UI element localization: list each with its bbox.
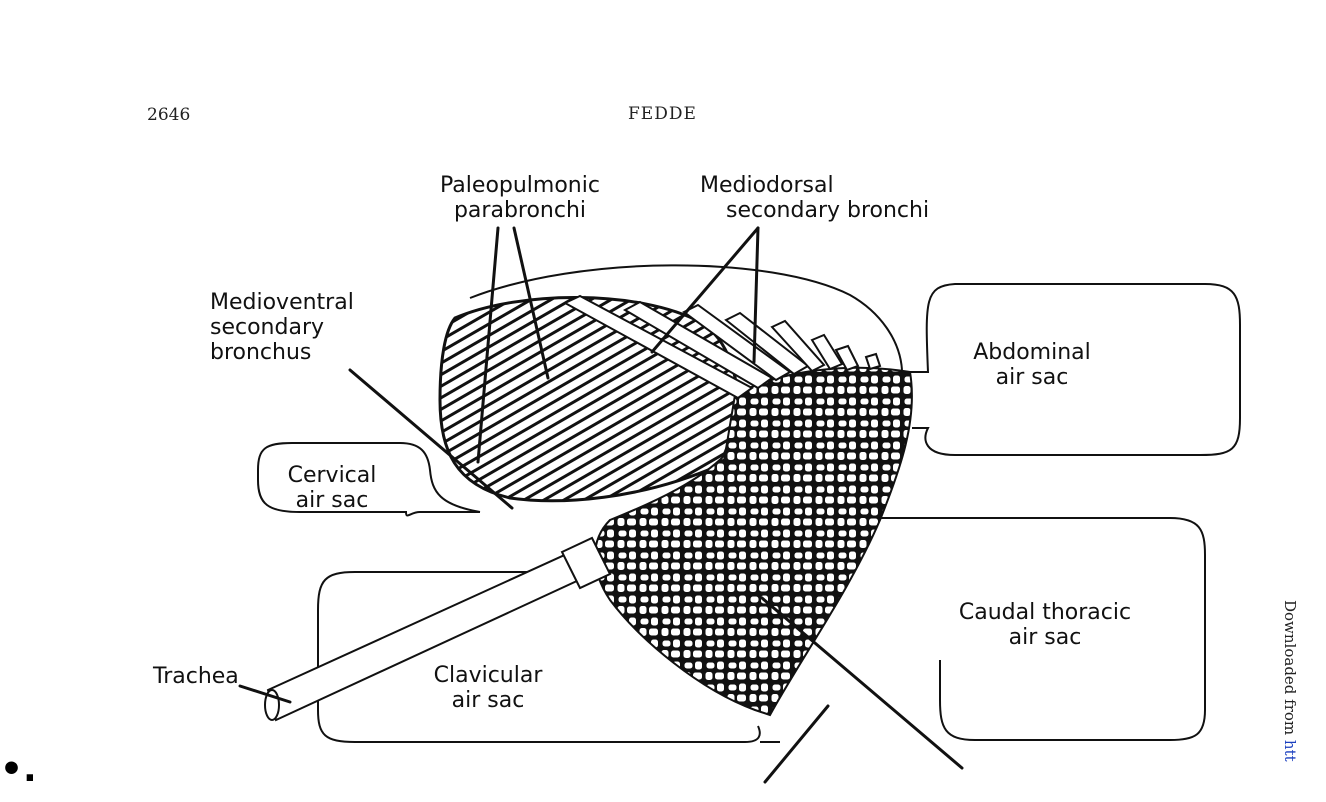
page-number: 2646: [147, 105, 191, 125]
cervical-line1: Cervical: [287, 463, 377, 488]
stray-mark: •.: [0, 749, 37, 790]
cervical-air-sac-outline: [257, 442, 481, 517]
leader-lines: [238, 226, 964, 784]
clavicular-line2: air sac: [451, 688, 525, 713]
label-caudal-thoracic-air-sac: Caudal thoracic air sac: [915, 600, 1175, 650]
paleopulmonic-line2: parabronchi: [453, 198, 587, 223]
paleopulmonic-line1: Paleopulmonic: [440, 173, 600, 198]
mediodorsal-line1: Mediodorsal: [700, 173, 834, 198]
abdominal-line2: air sac: [995, 365, 1069, 390]
label-paleopulmonic-parabronchi: Paleopulmonic parabronchi: [410, 173, 630, 223]
label-cervical-air-sac: Cervical air sac: [262, 463, 402, 513]
clavicular-air-sac-outline: [317, 571, 780, 743]
clavicular-line1: Clavicular: [433, 663, 543, 688]
running-head: FEDDE: [628, 104, 697, 124]
medioventral-line3: bronchus: [210, 340, 312, 365]
lung-outer-contour: [469, 264, 903, 371]
abdominal-air-sac-outline: [905, 283, 1241, 456]
caudal-thoracic-air-sac-outline: [875, 517, 1206, 741]
label-trachea: Trachea: [153, 664, 239, 689]
neopulmonic-mesh-region: [594, 366, 913, 717]
trachea-tube: [264, 536, 612, 722]
medioventral-line2: secondary: [210, 315, 325, 340]
cervical-line2: air sac: [295, 488, 369, 513]
mediodorsal-bronchi-tubes: [562, 294, 882, 400]
caudal-thoracic-line2: air sac: [1008, 625, 1082, 650]
abdominal-line1: Abdominal: [973, 340, 1091, 365]
medioventral-line1: Medioventral: [210, 290, 354, 315]
side-note-link[interactable]: htt: [1281, 739, 1299, 762]
label-medioventral-secondary-bronchus: Medioventral secondary bronchus: [210, 290, 354, 365]
label-mediodorsal-secondary-bronchi: Mediodorsal secondary bronchi: [700, 173, 929, 223]
label-abdominal-air-sac: Abdominal air sac: [952, 340, 1112, 390]
mediodorsal-line2: secondary bronchi: [726, 198, 930, 223]
label-clavicular-air-sac: Clavicular air sac: [408, 663, 568, 713]
download-side-note: Downloaded from htt: [1281, 600, 1299, 762]
caudal-thoracic-line1: Caudal thoracic: [958, 600, 1132, 625]
side-note-text: Downloaded from: [1281, 600, 1299, 740]
